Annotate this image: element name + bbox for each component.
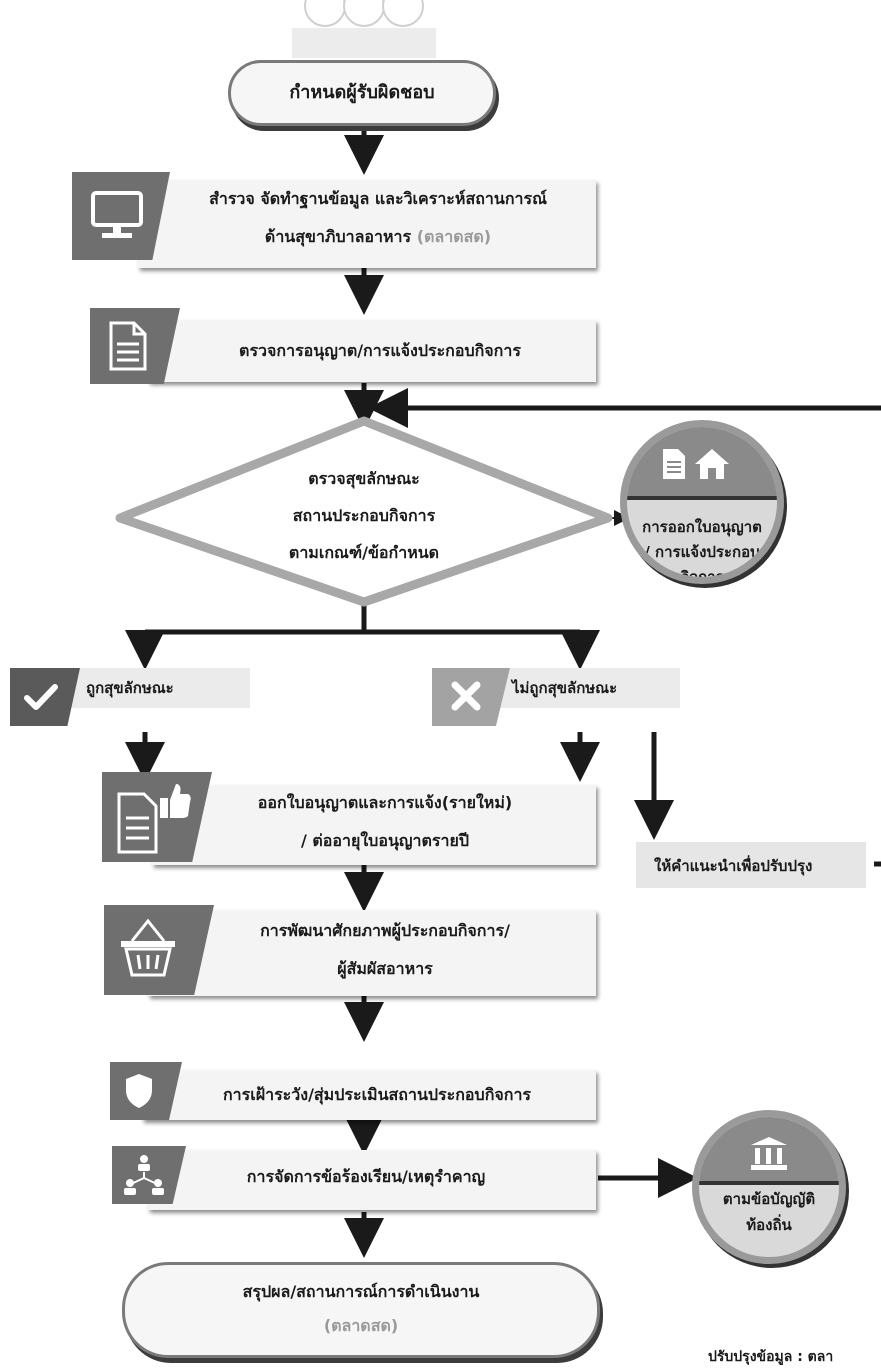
advice-box: [636, 842, 866, 888]
monitor-icon: [91, 191, 143, 238]
license-icon-box: [90, 308, 180, 384]
issue-circle-line1: การออกใบอนุญาต: [642, 518, 762, 536]
issue-license-circle: การออกใบอนุญาต / การแจ้งประกอบ กิจการ: [620, 420, 784, 584]
issue-license-box: [152, 785, 596, 865]
complaint-box: [148, 1150, 596, 1210]
develop-box: [148, 910, 596, 996]
fail-box: [480, 668, 680, 708]
develop-line2: ผู้สัมผัสอาหาร: [337, 959, 433, 978]
complaint-icon-box: [112, 1146, 186, 1204]
develop-line1: การพัฒนาศักยภาพผู้ประกอบกิจการ/: [260, 921, 510, 940]
license-check-box: [148, 320, 596, 382]
top-decoration: [292, 0, 436, 58]
survey-box: [138, 180, 596, 268]
survey-icon-box: [72, 172, 170, 260]
survey-line2-main: ด้านสุขาภิบาลอาหาร: [264, 227, 417, 246]
issue-license-line2: / ต่ออายุใบอนุญาตรายปี: [300, 831, 469, 850]
survey-line2: ด้านสุขาภิบาลอาหาร (ตลาดสด): [168, 222, 588, 252]
issue-license-line1: ออกใบอนุญาตและการแจ้ง(รายใหม่): [257, 793, 513, 812]
issue-circle-line2: / การแจ้งประกอบ: [644, 543, 760, 561]
house-icon: [695, 449, 729, 479]
shield-icon: [126, 1074, 152, 1108]
document-thumbs-up-icon: [117, 784, 191, 854]
develop-icon-box: [104, 905, 214, 995]
fail-label: ไม่ถูกสุขลักษณะ: [512, 679, 618, 697]
cross-icon: [451, 681, 481, 711]
document-icon: [109, 321, 147, 371]
survey-line1: สำรวจ จัดทำฐานข้อมูล และวิเคราะห์สถานการ…: [209, 189, 547, 208]
decision-diamond: [115, 416, 613, 607]
law-circle-line2: ท้องถิ่น: [746, 1216, 792, 1234]
start-terminal: กำหนดผู้รับผิดชอบ: [228, 60, 496, 126]
check-icon: [24, 684, 58, 710]
fail-icon-box: [432, 668, 510, 726]
end-line1: สรุปผล/สถานการณ์การดำเนินงาน: [242, 1282, 480, 1301]
decision-line2: สถานประกอบกิจการ: [292, 506, 436, 525]
survey-line2-market: (ตลาดสด): [416, 227, 492, 246]
pass-icon-box: [10, 668, 80, 726]
government-building-icon: [751, 1137, 787, 1170]
pass-label: ถูกสุขลักษณะ: [86, 679, 174, 697]
law-circle-line1: ตามข้อบัญญัติ: [722, 1190, 816, 1208]
license-check-label: ตรวจการอนุญาต/การแจ้งประกอบกิจการ: [239, 341, 521, 360]
surveillance-icon-box: [110, 1062, 182, 1120]
document-icon: [663, 449, 685, 479]
advice-label: ให้คำแนะนำเพื่อปรับปรุง: [654, 857, 813, 875]
surveillance-label: การเฝ้าระวัง/สุ่มประเมินสถานประกอบกิจการ: [222, 1085, 532, 1104]
decision-line1: ตรวจสุขลักษณะ: [308, 469, 420, 488]
end-terminal: สรุปผล/สถานการณ์การดำเนินงาน (ตลาดสด): [122, 1262, 600, 1358]
basket-icon: [121, 918, 175, 977]
pass-box: [60, 668, 250, 708]
end-line2: (ตลาดสด): [323, 1316, 399, 1335]
people-network-icon: [124, 1155, 164, 1195]
decision-line3: ตามเกณฑ์/ข้อกำหนด: [288, 543, 440, 562]
complaint-label: การจัดการข้อร้องเรียน/เหตุรำคาญ: [246, 1167, 486, 1186]
surveillance-box: [142, 1070, 596, 1120]
start-label: กำหนดผู้รับผิดชอบ: [289, 82, 435, 103]
issue-circle-line3: กิจการ: [680, 568, 724, 584]
update-footer: ปรับปรุงข้อมูล : ตลา: [708, 1349, 834, 1365]
issue-icon-box: [102, 772, 212, 862]
local-law-circle: ตามข้อบัญญัติ ท้องถิ่น: [692, 1110, 846, 1264]
